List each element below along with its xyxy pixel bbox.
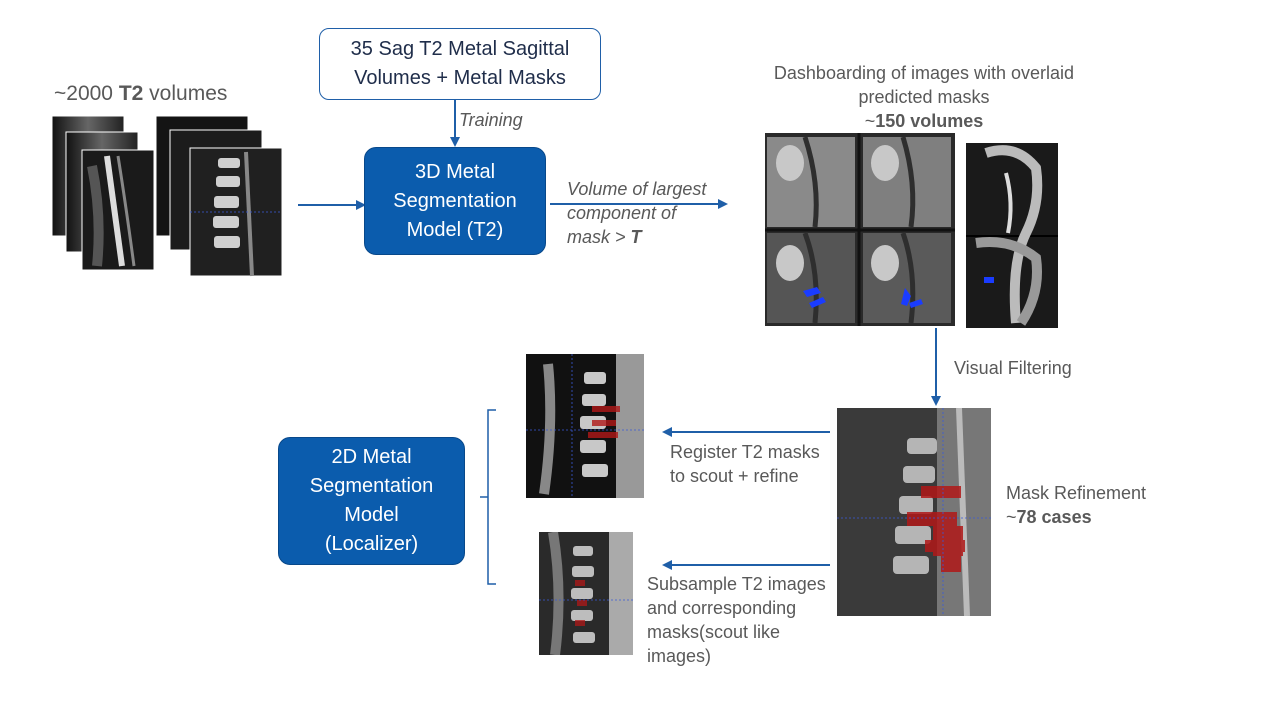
subsample-label: Subsample T2 images and corresponding ma… xyxy=(647,573,826,667)
model-2d-line3: Model xyxy=(344,504,399,526)
volume-filter-line1: Volume of largest xyxy=(567,179,707,199)
volume-filter-line3: mask > xyxy=(567,227,631,247)
visual-filtering-arrow xyxy=(931,328,941,406)
training-data-line1: 35 Sag T2 Metal Sagittal xyxy=(350,38,570,60)
arrow-to-3d-model xyxy=(298,200,366,210)
mask-refinement-prefix: ~ xyxy=(1006,507,1017,527)
dashboard-image-grid xyxy=(765,133,955,326)
input-volumes-suffix: volumes xyxy=(143,82,228,105)
dashboard-cervical-image xyxy=(966,143,1058,328)
model-3d-line2: Segmentation xyxy=(393,189,517,212)
register-label: Register T2 masks to scout + refine xyxy=(670,441,820,487)
subsampled-image xyxy=(539,532,633,655)
model-2d-line4: (Localizer) xyxy=(324,533,419,555)
dashboard-count-prefix: ~ xyxy=(864,111,876,131)
mask-refinement-image xyxy=(837,408,991,616)
mask-refinement-label: Mask Refinement ~78 cases xyxy=(1006,482,1146,528)
input-volumes-label: ~2000 T2 volumes xyxy=(54,82,227,106)
volume-filter-line2: component of xyxy=(567,203,677,223)
input-volumes-bold: T2 xyxy=(118,82,144,105)
dashboard-line1: Dashboarding of images with overlaid xyxy=(773,63,1075,83)
model-3d-line3: Model (T2) xyxy=(406,218,504,241)
volume-filter-label: Volume of largest component of mask > T xyxy=(567,178,706,248)
training-arrow xyxy=(450,99,460,147)
bracket xyxy=(480,409,496,585)
visual-filtering-label: Visual Filtering xyxy=(954,358,1072,378)
subsample-line3: masks(scout like xyxy=(647,622,781,642)
mri-stack-cervical xyxy=(52,116,155,271)
register-line1: Register T2 masks xyxy=(670,442,820,462)
training-data-box: 35 Sag T2 Metal Sagittal Volumes + Metal… xyxy=(319,28,601,100)
arrow-to-dashboard xyxy=(550,199,728,209)
mri-stack-lumbar xyxy=(156,116,283,277)
volume-filter-threshold: T xyxy=(630,227,642,247)
model-3d-line1: 3D Metal xyxy=(414,160,496,183)
subsample-line1: Subsample T2 images xyxy=(647,574,826,594)
dashboard-label: Dashboarding of images with overlaid pre… xyxy=(756,62,1092,132)
register-line2: to scout + refine xyxy=(670,466,799,486)
register-arrow xyxy=(662,427,830,437)
model-2d-line2: Segmentation xyxy=(309,475,434,497)
dashboard-count: 150 volumes xyxy=(875,111,984,131)
subsample-line2: and corresponding xyxy=(647,598,797,618)
model-3d-box: 3D Metal Segmentation Model (T2) xyxy=(364,147,546,255)
model-2d-box: 2D Metal Segmentation Model (Localizer) xyxy=(278,437,465,565)
input-volumes-prefix: ~2000 xyxy=(54,82,119,105)
mask-refinement-count: 78 cases xyxy=(1016,507,1092,527)
subsample-line4: images) xyxy=(647,646,712,666)
model-2d-line1: 2D Metal xyxy=(331,446,412,468)
training-label: Training xyxy=(459,110,523,130)
mask-refinement-line1: Mask Refinement xyxy=(1006,483,1147,503)
training-data-line2: Volumes + Metal Masks xyxy=(354,67,566,89)
subsample-arrow xyxy=(662,560,830,570)
dashboard-line2: predicted masks xyxy=(858,87,990,107)
scout-registered-image xyxy=(526,354,644,498)
